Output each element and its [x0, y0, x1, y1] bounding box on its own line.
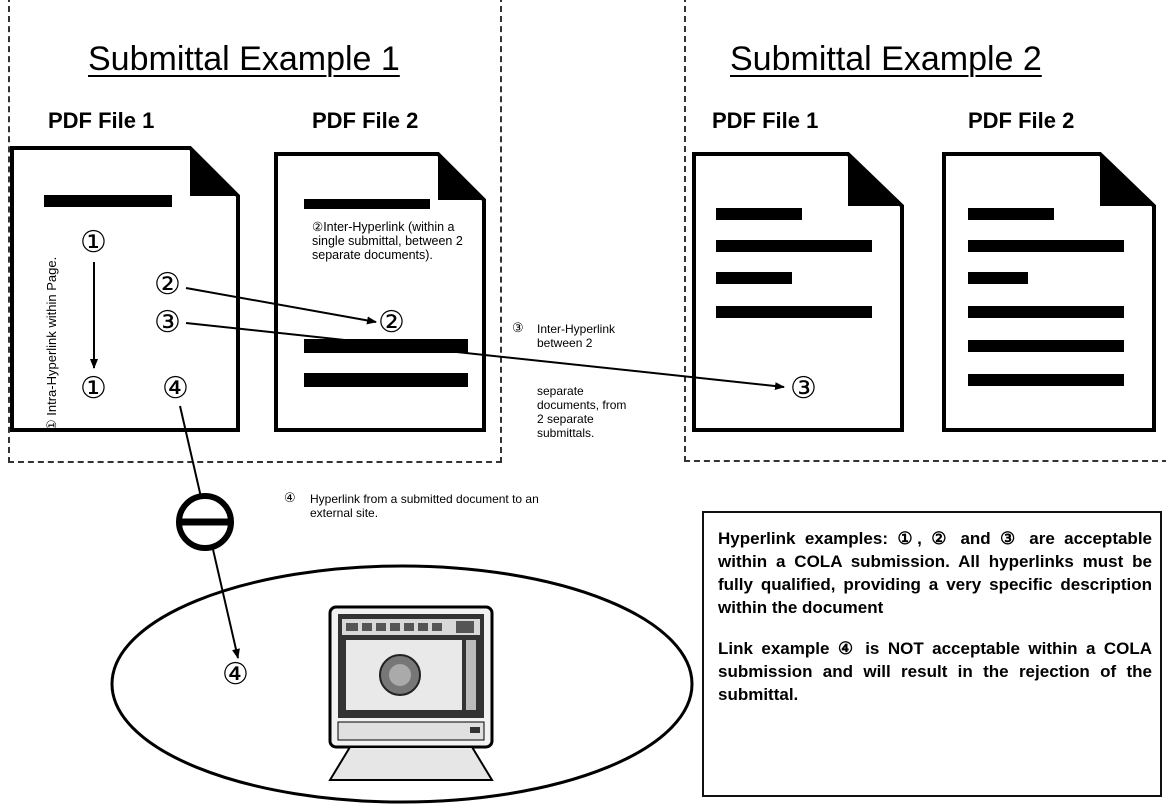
inter-hyperlink-two-label-b: separate documents, from 2 separate subm… — [537, 384, 627, 440]
inter-hyperlink-single-label: ②Inter-Hyperlink (within a single submit… — [312, 220, 463, 262]
marker-2-start: ② — [154, 267, 181, 302]
marker-1-end: ① — [80, 371, 107, 406]
submittal-example-1-box — [8, 0, 502, 463]
example1-file2-label: PDF File 2 — [312, 108, 419, 133]
external-site-ellipse — [110, 564, 694, 804]
submittal-example-1-title: Submittal Example 1 — [88, 40, 400, 78]
document-icon-ex2-file1 — [692, 152, 904, 432]
external-hyperlink-label: Hyperlink from a submitted document to a… — [310, 492, 539, 520]
marker-2-end: ② — [378, 305, 405, 340]
example2-file1-label: PDF File 1 — [712, 108, 819, 133]
arrow-inter-single — [185, 287, 377, 325]
arrow-inter-two — [185, 322, 785, 391]
inter-hyperlink-two-number: ③ — [512, 320, 524, 335]
marker-4-end: ④ — [222, 657, 249, 692]
submittal-example-2-box — [684, 0, 1166, 462]
inter-hyperlink-two-label-a: Inter-Hyperlink between 2 — [537, 322, 616, 350]
document-icon-ex1-file2 — [274, 152, 486, 432]
external-hyperlink-number: ④ — [284, 490, 296, 505]
note-acceptable-text: Hyperlink examples: ①, ② and ③ are accep… — [718, 529, 1152, 617]
document-icon-ex2-file2 — [942, 152, 1156, 432]
submittal-example-2-title: Submittal Example 2 — [730, 40, 1042, 78]
marker-4-start: ④ — [162, 371, 189, 406]
example1-file1-label: PDF File 1 — [48, 108, 155, 133]
marker-1-start: ① — [80, 225, 107, 260]
note-not-acceptable-text: Link example ④ is NOT acceptable within … — [718, 639, 1152, 704]
marker-3-start: ③ — [154, 305, 181, 340]
marker-3-end: ③ — [790, 371, 817, 406]
hyperlink-note-box: Hyperlink examples: ①, ② and ③ are accep… — [702, 511, 1162, 797]
intra-hyperlink-label: ① Intra-Hyperlink within Page. — [44, 256, 59, 431]
document-icon-ex1-file1 — [10, 146, 240, 432]
example2-file2-label: PDF File 2 — [968, 108, 1075, 133]
prohibition-icon — [176, 493, 234, 551]
computer-icon — [328, 605, 494, 781]
